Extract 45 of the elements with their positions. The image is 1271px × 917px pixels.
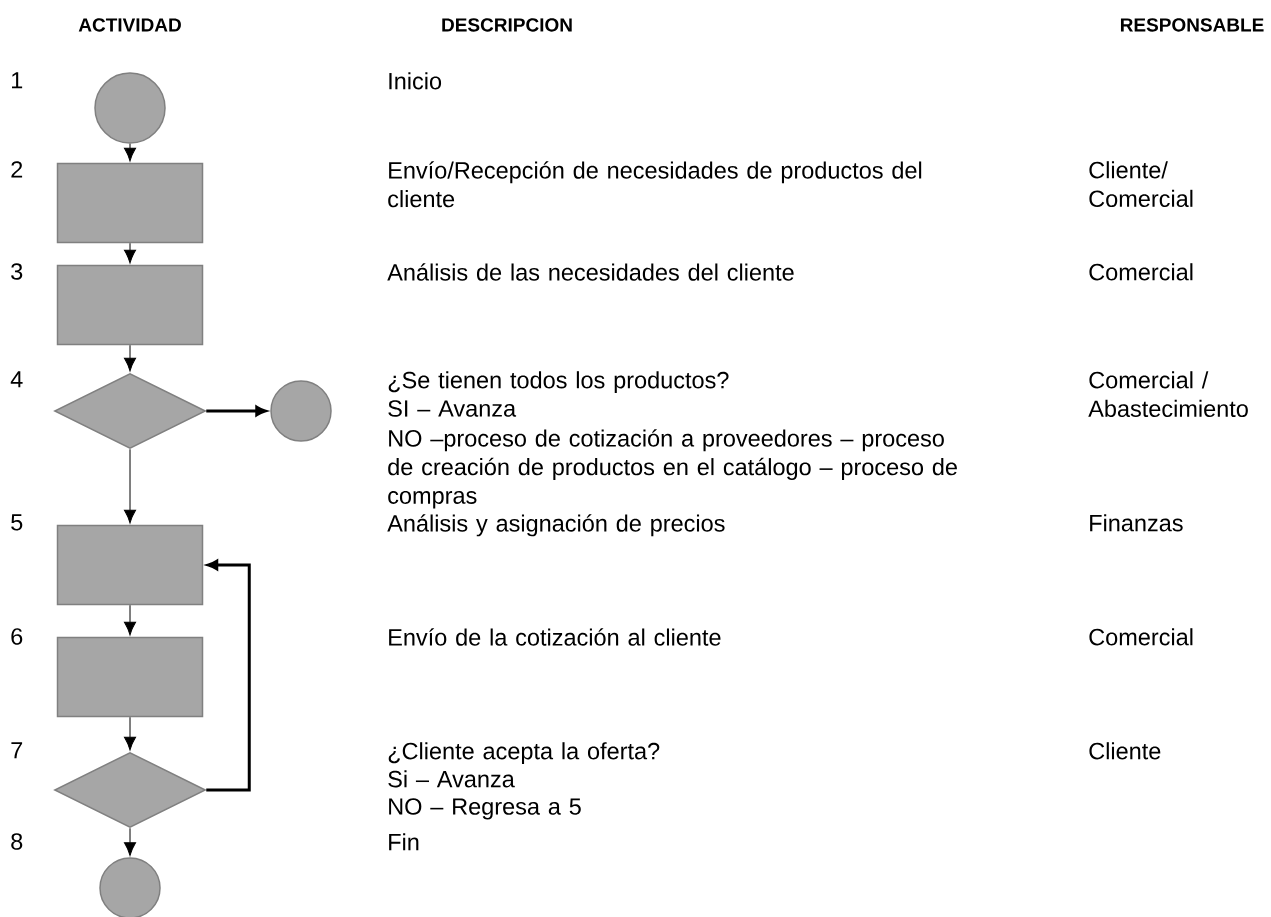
description-text: Si – Avanza [388, 770, 515, 788]
step-number: 7 [11, 742, 23, 759]
description-text: Análisis y asignación de precios [387, 514, 725, 537]
arrow [123, 242, 137, 264]
process-box [56, 636, 204, 718]
description-text: Envío/Recepción de necesidades de productos del cliente [388, 161, 922, 208]
arrow [123, 716, 137, 751]
description-text: Inicio [389, 72, 442, 90]
process-box [56, 524, 204, 606]
arrow [123, 143, 137, 162]
step-number: 1 [12, 72, 23, 89]
description-text: NO – Regresa a 5 [389, 798, 581, 820]
column-header: ACTIVIDAD [78, 18, 181, 32]
description-text: Fin [389, 833, 419, 851]
terminal-circle [99, 857, 161, 917]
process-box [56, 264, 204, 346]
responsible-text: Comercial / Abastecimiento [1088, 371, 1248, 418]
step-number: 3 [11, 263, 23, 280]
responsible-text: Finanzas [1090, 514, 1183, 532]
description-text: SI – Avanza [388, 400, 517, 417]
responsible-text: Cliente/ Comercial [1089, 161, 1193, 208]
step-number: 6 [11, 628, 23, 645]
step-number: 8 [11, 833, 23, 850]
terminal-circle [270, 380, 332, 442]
responsible-text: Comercial [1089, 628, 1193, 646]
step-number: 4 [10, 371, 23, 388]
arrow [123, 344, 137, 372]
description-text: ¿Cliente acepta la oferta? [388, 742, 660, 765]
arrow [123, 448, 137, 524]
terminal-circle [94, 72, 166, 144]
column-header: DESCRIPCION [442, 18, 572, 32]
responsible-text: Cliente [1089, 742, 1161, 760]
description-text: Análisis de las necesidades del cliente [387, 263, 794, 281]
description-text: NO –proceso de cotización a proveedores – proceso de creación de productos en el catálogo – proceso de compras [388, 429, 957, 509]
arrow [206, 405, 267, 417]
column-header: RESPONSABLE [1120, 18, 1264, 32]
arrow [206, 559, 251, 792]
arrow [123, 827, 137, 856]
step-number: 5 [11, 514, 23, 531]
process-box [56, 162, 204, 244]
description-text: Envío de la cotización al cliente [389, 628, 721, 646]
responsible-text: Comercial [1089, 263, 1193, 281]
arrow [123, 604, 137, 636]
description-text: ¿Se tienen todos los productos? [388, 371, 729, 394]
step-number: 2 [11, 161, 23, 178]
